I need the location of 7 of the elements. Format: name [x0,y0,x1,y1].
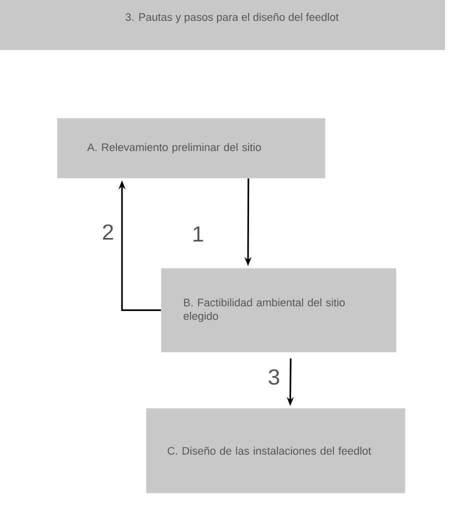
process-box: C. Diseño de las instalaciones del feedlot [146,408,406,494]
process-box: B. Factibilidad ambiental del sitio elegido [161,268,396,352]
title-band: 3. Pautas y pasos para el diseño del feedlot [0,0,445,50]
edge-label: 2 [100,223,116,241]
edge-label: 1 [190,225,206,243]
process-box: A. Relevamiento preliminar del sitio [57,118,326,178]
edge-label: 3 [266,368,282,386]
